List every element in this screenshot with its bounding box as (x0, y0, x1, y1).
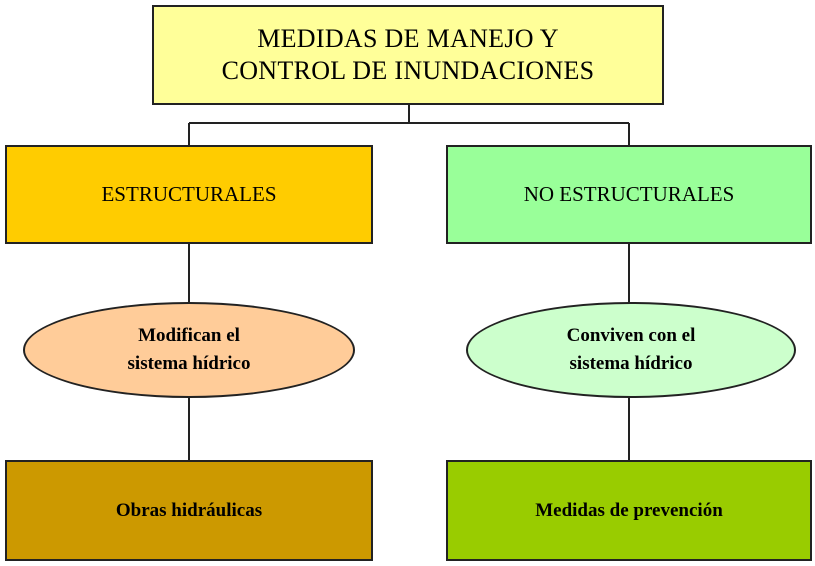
root-title-line2: CONTROL DE INUNDACIONES (221, 56, 595, 85)
structural-ellipse-line1: Modifican el (138, 325, 240, 346)
non-structural-ellipse-line1: Conviven con el (566, 325, 696, 346)
structural-box: ESTRUCTURALES (5, 145, 373, 244)
prevention-measures-label: Medidas de prevención (535, 499, 723, 521)
non-structural-box: NO ESTRUCTURALES (446, 145, 812, 244)
structural-label: ESTRUCTURALES (101, 182, 277, 206)
hydraulic-works-label: Obras hidráulicas (115, 499, 263, 521)
non-structural-label: NO ESTRUCTURALES (523, 182, 735, 206)
structural-ellipse: Modifican el sistema hídrico (23, 302, 355, 398)
root-box: MEDIDAS DE MANEJO Y CONTROL DE INUNDACIO… (152, 5, 664, 105)
hydraulic-works-box: Obras hidráulicas (5, 460, 373, 561)
structural-ellipse-line2: sistema hídrico (127, 353, 251, 374)
prevention-measures-box: Medidas de prevención (446, 460, 812, 561)
root-title-line1: MEDIDAS DE MANEJO Y (257, 24, 559, 53)
non-structural-ellipse: Conviven con el sistema hídrico (466, 302, 796, 398)
non-structural-ellipse-line2: sistema hídrico (569, 353, 693, 374)
